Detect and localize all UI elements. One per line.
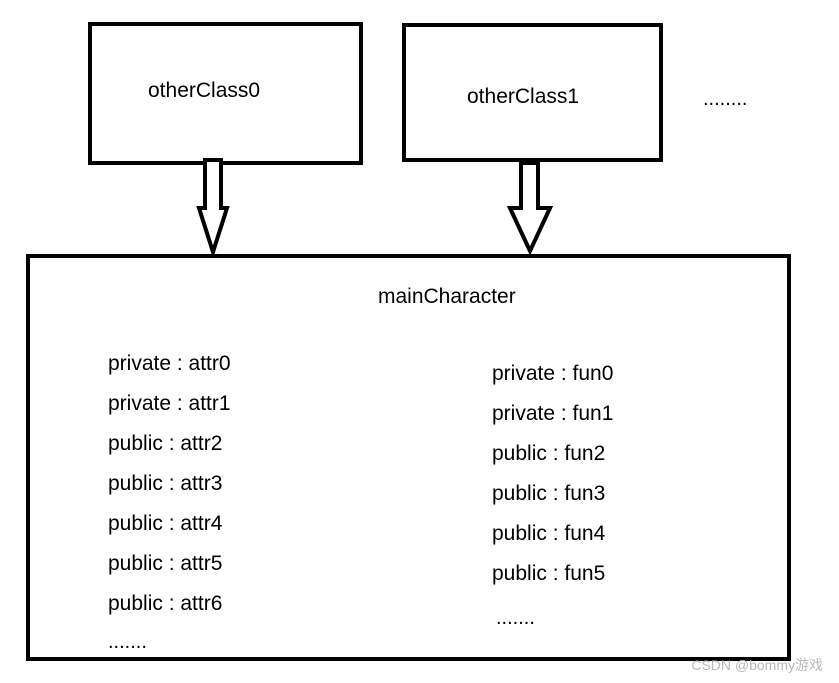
main-character-title: mainCharacter	[378, 285, 516, 308]
other-class-0-box	[88, 22, 363, 165]
attribute-item: public : attr2	[108, 432, 223, 455]
function-item: private : fun0	[492, 362, 614, 385]
arrow-other0-to-main	[196, 158, 230, 259]
other-class-1-label: otherClass1	[467, 85, 580, 108]
more-classes-ellipsis: ........	[703, 88, 748, 110]
attribute-item: public : attr6	[108, 592, 223, 615]
attribute-item: private : attr1	[108, 392, 231, 415]
function-item: public : fun5	[492, 562, 606, 585]
main-character-box	[26, 254, 791, 661]
other-class-1-box	[402, 23, 663, 162]
attribute-list: private : attr0 private : attr1 public :…	[108, 352, 231, 632]
watermark: CSDN @bommy游戏	[691, 657, 823, 673]
functions-ellipsis: .......	[496, 607, 535, 629]
attribute-item: public : attr3	[108, 472, 223, 495]
arrow-other1-to-main	[506, 161, 554, 256]
attribute-item: public : attr4	[108, 512, 223, 535]
function-item: public : fun3	[492, 482, 606, 505]
attribute-item: private : attr0	[108, 352, 231, 375]
function-item: private : fun1	[492, 402, 614, 425]
function-list: private : fun0 private : fun1 public : f…	[492, 362, 613, 602]
attributes-ellipsis: .......	[108, 631, 147, 653]
function-item: public : fun4	[492, 522, 606, 545]
other-class-0-label: otherClass0	[148, 79, 261, 102]
attribute-item: public : attr5	[108, 552, 223, 575]
function-item: public : fun2	[492, 442, 606, 465]
